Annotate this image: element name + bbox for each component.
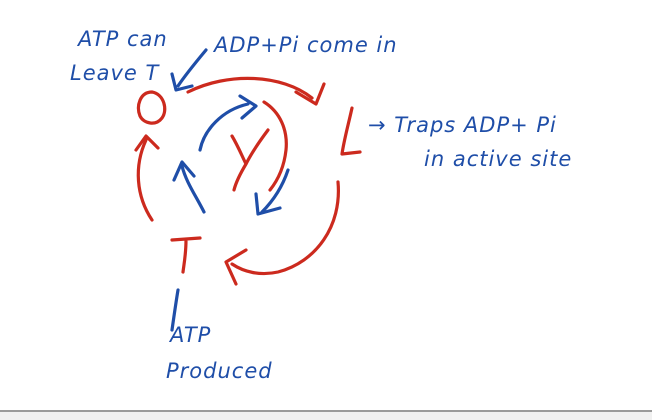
inner-red-y: [230, 128, 270, 192]
inner-blue-arrow-up-arrowhead: [172, 160, 196, 182]
label-atp: ATP: [168, 323, 211, 347]
bottom-divider: [0, 410, 652, 412]
adp-pointer-arrowhead: [170, 72, 194, 92]
atp-produced-pointer: [170, 288, 180, 332]
inner-blue-arc-top: [198, 102, 250, 152]
arc-right-arrowhead: [224, 248, 248, 286]
label-atp-can: ATP can: [76, 27, 168, 51]
arc-top-red: [186, 76, 314, 100]
label-leave-t: Leave T: [70, 61, 161, 85]
label-in-active-site: in active site: [424, 147, 572, 171]
inner-blue-arrow-down: [260, 168, 290, 214]
label-traps: → Traps ADP+ Pi: [368, 113, 557, 137]
label-produced: Produced: [166, 359, 273, 383]
inner-red-arc: [262, 100, 288, 192]
inner-blue-arrow-down-arrowhead: [254, 192, 282, 216]
inner-blue-arc-top-arrowhead: [238, 94, 258, 120]
bottom-bar: [0, 412, 652, 420]
label-adp-pi-come-in: ADP+Pi come in: [212, 33, 398, 57]
arc-left-red: [136, 138, 154, 222]
adp-pointer-arrow: [176, 48, 208, 88]
arc-top-arrowhead: [294, 82, 326, 106]
tight-state-t: [170, 236, 202, 274]
arc-left-arrowhead: [134, 134, 160, 152]
arc-right-red: [230, 180, 340, 276]
loose-state-l: [340, 106, 362, 156]
inner-blue-arrow-up: [180, 164, 206, 214]
open-state-o: [136, 90, 167, 125]
